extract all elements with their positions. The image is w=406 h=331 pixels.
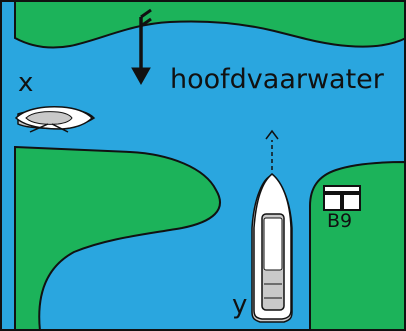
boat-x-label: x [18,70,33,96]
b9-traffic-sign-icon [324,186,360,210]
traffic-sign-code-label: B9 [327,212,352,231]
main-channel-label: hoofdvaarwater [170,66,384,93]
boat-y-label: y [232,292,247,318]
boat-y [252,174,292,322]
